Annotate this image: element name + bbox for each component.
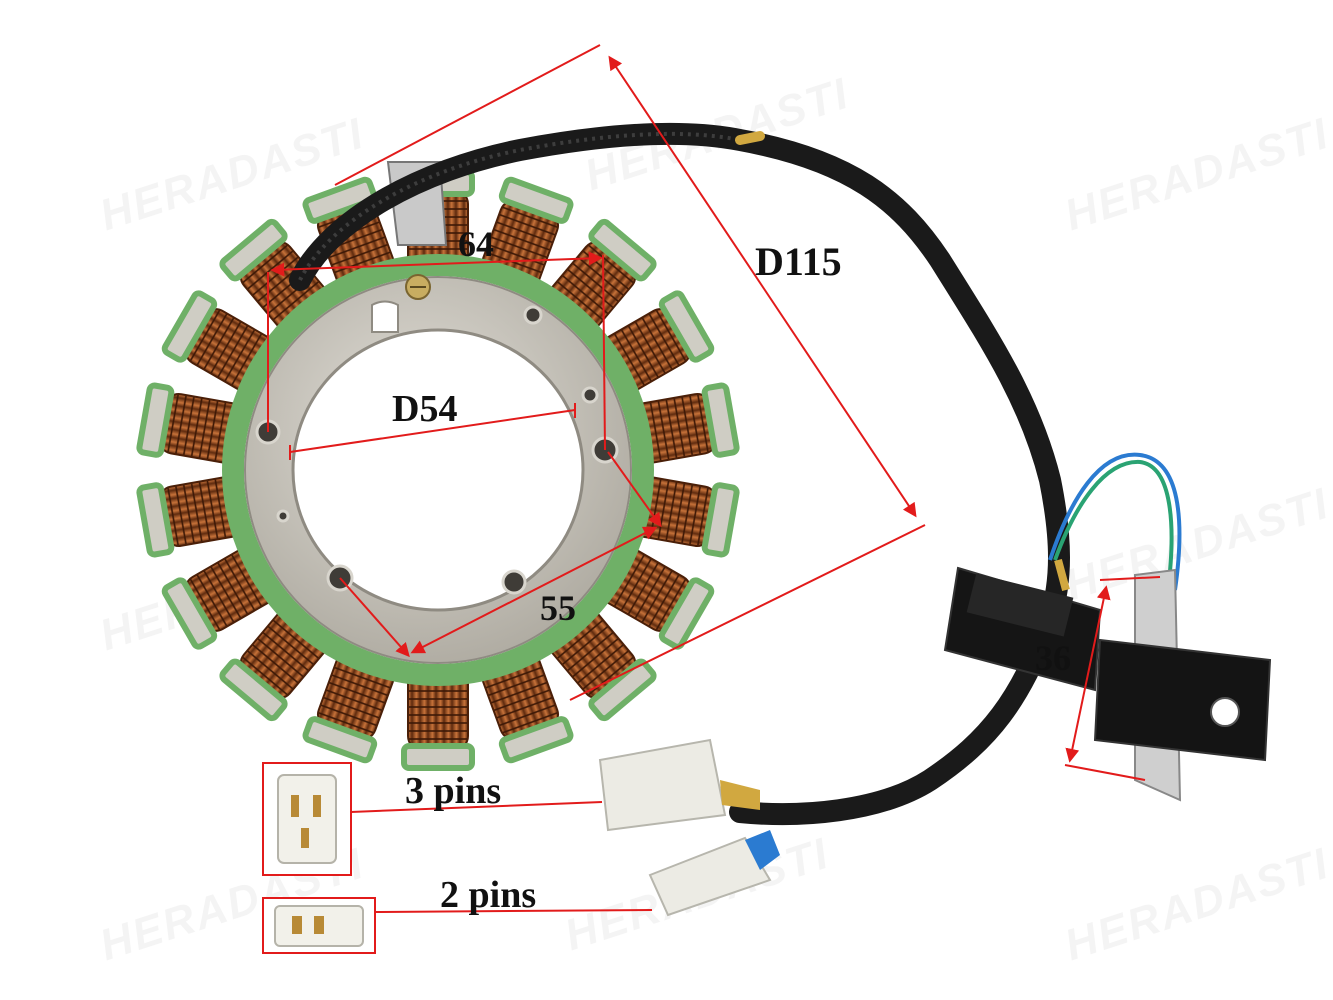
- wire-harness: [289, 122, 1070, 826]
- stator-coil: [401, 669, 475, 771]
- harness-connector: [943, 566, 1102, 692]
- two-pin-label: 2 pins: [440, 874, 537, 916]
- pickup-wires: [1048, 452, 1182, 591]
- three-pin-face-inset: [262, 762, 352, 876]
- dimension-annotations: [267, 44, 1161, 913]
- pickup-coil: [1093, 568, 1272, 802]
- stator-coil: [136, 382, 246, 464]
- two-pin-plug: [648, 830, 780, 917]
- inner-diameter-label: D54: [392, 388, 458, 430]
- diagonal-hole-distance-label: 55: [540, 588, 576, 628]
- stator-coil: [136, 476, 246, 558]
- key-slot: [371, 300, 399, 333]
- top-hole-distance-label: 64: [458, 224, 494, 264]
- three-pin-plug: [598, 738, 760, 832]
- three-pin-label: 3 pins: [405, 770, 502, 812]
- pickup-distance-label: 36: [1035, 638, 1071, 678]
- outer-diameter-label: D115: [755, 239, 842, 284]
- two-pin-face-inset: [262, 897, 376, 954]
